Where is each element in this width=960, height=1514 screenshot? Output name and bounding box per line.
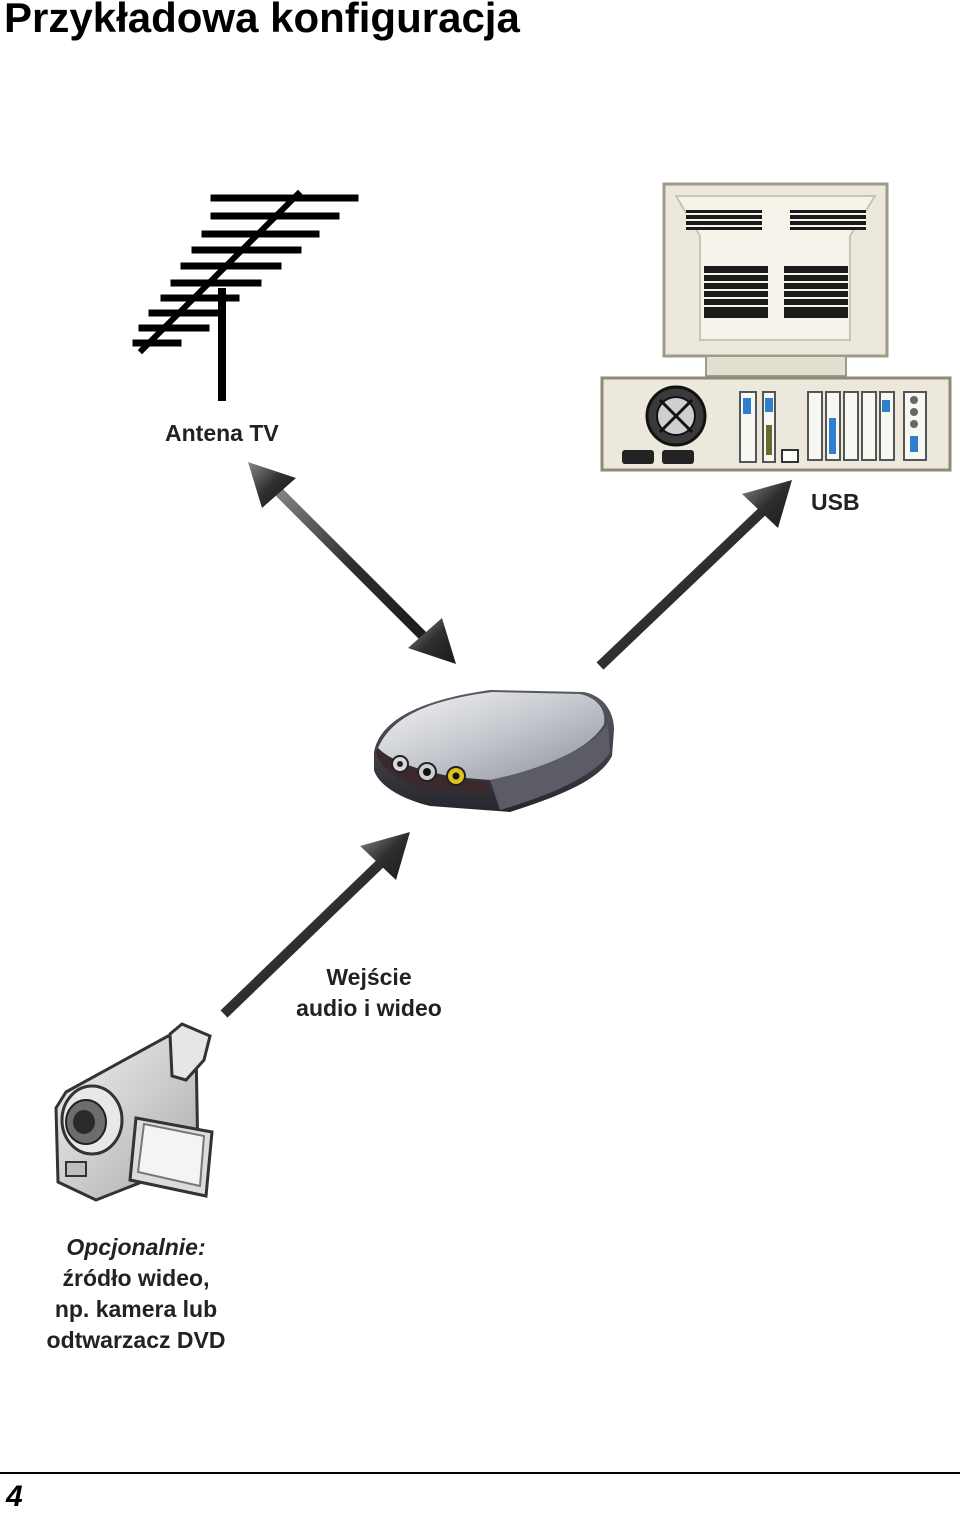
antenna-tuner-arrow (248, 462, 456, 664)
optional-label-line-1: Opcjonalnie: (66, 1234, 206, 1260)
tv-tuner-box-icon (374, 690, 614, 812)
usb-label: USB (811, 489, 860, 515)
av-input-label-line-2: audio i wideo (296, 995, 442, 1021)
camcorder-icon (54, 1022, 214, 1202)
page-number: 4 (6, 1480, 23, 1513)
desktop-computer-icon (600, 182, 952, 472)
av-input-label: Wejście audio i wideo (280, 962, 458, 1024)
antenna-label: Antena TV (165, 420, 279, 446)
optional-label-line-4: odtwarzacz DVD (46, 1327, 226, 1353)
optional-source-label: Opcjonalnie: źródło wideo, np. kamera lu… (26, 1232, 246, 1356)
page-title: Przykładowa konfiguracja (4, 0, 520, 41)
footer-divider (0, 1472, 960, 1474)
optional-label-line-3: np. kamera lub (54, 1296, 218, 1322)
av-input-label-line-1: Wejście (326, 964, 412, 990)
usb-arrow (596, 480, 792, 670)
optional-label-line-2: źródło wideo, (62, 1265, 210, 1291)
tv-antenna-icon (132, 189, 359, 401)
av-input-arrow (220, 832, 410, 1018)
